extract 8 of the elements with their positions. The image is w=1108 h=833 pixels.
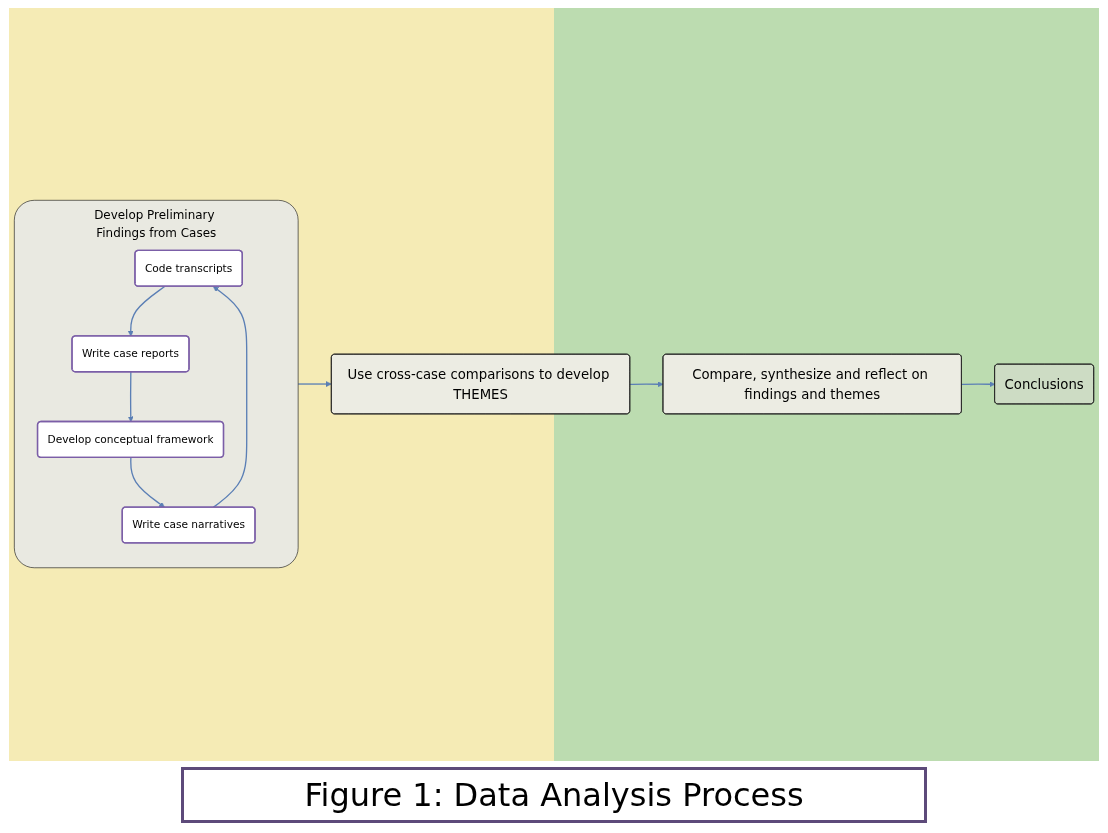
- arrow: [127, 286, 166, 337]
- arrow: [961, 381, 996, 388]
- figure-caption: Figure 1: Data Analysis Process: [181, 767, 927, 823]
- arrow: [297, 381, 332, 388]
- arrow: [130, 457, 165, 509]
- arrow: [127, 371, 134, 423]
- arrow: [212, 286, 248, 509]
- arrow: [629, 381, 664, 388]
